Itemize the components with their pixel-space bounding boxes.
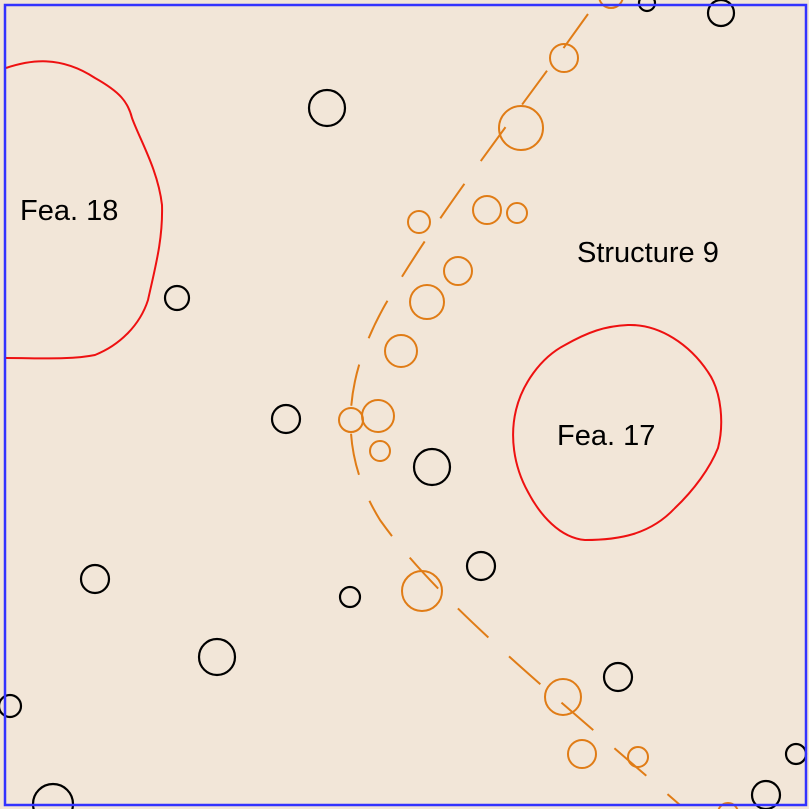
structure-9-postholes [338, 0, 739, 809]
posthole [270, 403, 302, 435]
map-frame [3, 3, 808, 807]
posthole [498, 105, 544, 151]
posthole [567, 739, 597, 769]
posthole [506, 202, 528, 224]
posthole [549, 43, 579, 73]
posthole [443, 256, 473, 286]
posthole [706, 0, 736, 28]
feature-18-outline [5, 60, 164, 360]
posthole [717, 802, 739, 809]
posthole [163, 284, 191, 312]
posthole [407, 210, 431, 234]
posthole [602, 661, 634, 693]
posthole [338, 585, 362, 609]
feature-17-outline [512, 323, 723, 542]
posthole [307, 88, 347, 128]
posthole [412, 447, 452, 487]
posthole [409, 284, 445, 320]
structure-9-label: Structure 9 [577, 237, 719, 269]
posthole [465, 550, 497, 582]
structure-9-wall-line [349, 13, 681, 806]
posthole [338, 407, 364, 433]
posthole [197, 637, 237, 677]
posthole [637, 0, 657, 13]
feature-18-label: Fea. 18 [20, 195, 118, 227]
posthole [384, 334, 418, 368]
posthole [598, 0, 624, 9]
posthole [369, 440, 391, 462]
posthole [750, 779, 782, 809]
posthole [401, 570, 443, 612]
posthole [627, 746, 649, 768]
posthole [0, 693, 23, 719]
posthole [79, 563, 111, 595]
posthole [544, 678, 582, 716]
feature-17-label: Fea. 17 [557, 420, 655, 452]
posthole [472, 195, 502, 225]
